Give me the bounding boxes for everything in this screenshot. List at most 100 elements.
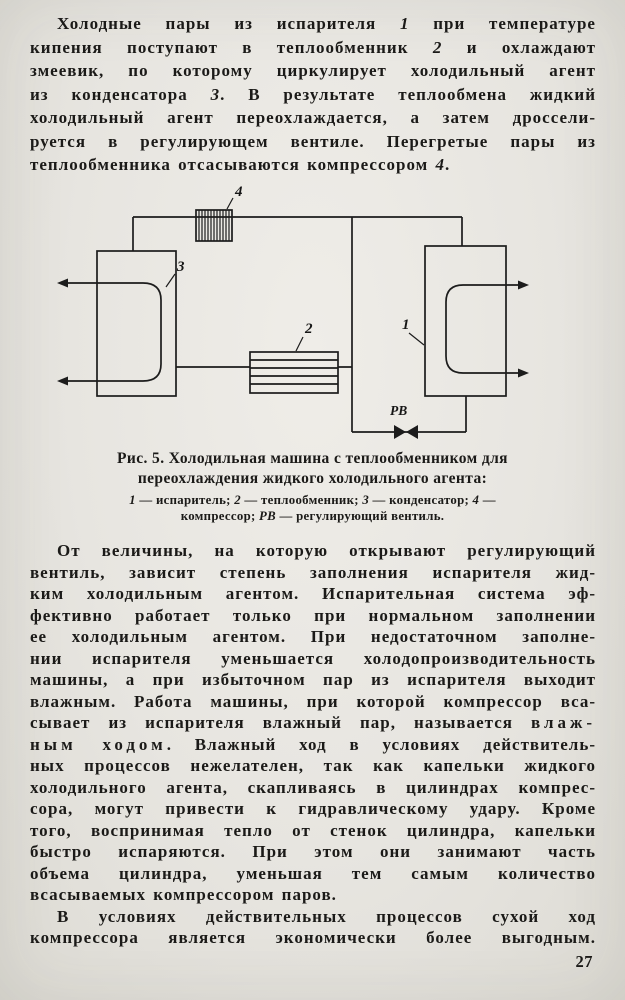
text-segment: объема цилиндра, уменьшая тем самым коли… bbox=[30, 863, 596, 883]
label-compressor: 4 bbox=[234, 184, 243, 200]
text-segment: теплообменника отсасываются компрессором bbox=[30, 155, 436, 174]
text-segment: фективно работает только при нормальном … bbox=[30, 605, 596, 625]
regulating-valve-left bbox=[394, 425, 406, 439]
text-line: фективно работает только при нормальном … bbox=[30, 605, 596, 627]
italic-ref-number: 4 bbox=[435, 155, 445, 174]
text-line: того, воспринимая тепло от стенок цилинд… bbox=[30, 820, 596, 842]
text-segment: машины, а при избыточном пар из испарите… bbox=[30, 670, 596, 689]
evaporator-coil bbox=[445, 284, 520, 374]
text-segment: ким холодильным агентом. Испарительная с… bbox=[30, 584, 596, 603]
text-line: машины, а при избыточном пар из испарите… bbox=[30, 669, 596, 691]
italic-ref-number: 1 bbox=[129, 493, 136, 507]
label-condenser: 3 bbox=[176, 259, 185, 275]
text-segment: . bbox=[444, 155, 451, 174]
label-heat-exchanger: 2 bbox=[304, 321, 313, 337]
caption-title-line: Рис. 5. Холодильная машина с теплообменн… bbox=[117, 450, 508, 467]
text-segment: быстро испаряются. При этом они занимают… bbox=[30, 842, 596, 861]
italic-ref-number: 2 bbox=[234, 493, 241, 507]
text-segment: ных процессов нежелателен, так как капел… bbox=[30, 756, 596, 775]
text-line: вентиль, зависит степень заполнения испа… bbox=[30, 562, 596, 584]
caption-title-line: переохлаждения жидкого холодильного аген… bbox=[137, 469, 488, 487]
italic-ref-number: 1 bbox=[399, 14, 410, 33]
emphasized-text: влаж- bbox=[531, 713, 596, 732]
italic-ref-number: 3 bbox=[210, 84, 221, 104]
text-segment: из конденсатора bbox=[30, 84, 211, 104]
text-segment: того, воспринимая тепло от стенок цилинд… bbox=[30, 820, 596, 840]
italic-ref-number: 4 bbox=[472, 493, 480, 507]
evaporator-top-arrow bbox=[518, 280, 529, 290]
paragraph: В условиях действительных процессов сухо… bbox=[30, 906, 596, 949]
figure-caption: Рис. 5. Холодильная машина с теплообменн… bbox=[60, 449, 565, 524]
condenser-top-arrow bbox=[57, 278, 68, 288]
text-line: змеевик, по которому циркулирует холодил… bbox=[30, 59, 596, 83]
text-line: из конденсатора 3. В результате теплообм… bbox=[30, 83, 596, 107]
text-segment: всасываемых компрессором паров. bbox=[30, 885, 337, 904]
label-leader-lines bbox=[165, 197, 425, 352]
text-segment: Холодные пары из испарителя bbox=[57, 14, 400, 33]
label-valve: РВ bbox=[390, 403, 407, 418]
caption-legend: 1 — испаритель; 2 — теплообменник; 3 — к… bbox=[60, 493, 565, 524]
italic-ref-number: РВ bbox=[259, 508, 276, 523]
text-segment: влажным. Работа машины, при которой комп… bbox=[30, 691, 596, 711]
text-segment: компрессор; bbox=[180, 508, 260, 523]
text-line: компрессора является экономически более … bbox=[30, 927, 596, 949]
heat-exchanger-body bbox=[249, 351, 339, 394]
text-segment: — bbox=[479, 493, 496, 507]
text-segment: сора, могут привести к гидравлическому у… bbox=[30, 799, 596, 818]
text-segment: . Влажный ход в условиях действитель- bbox=[166, 734, 596, 754]
text-segment: — регулирующий вентиль. bbox=[276, 508, 445, 523]
text-segment: сывает из испарителя влажный пар, называ… bbox=[30, 713, 532, 732]
paragraph: Холодные пары из испарителя 1 при темпер… bbox=[30, 12, 596, 177]
text-segment: — испаритель; bbox=[135, 493, 235, 507]
text-line: ее холодильным агентом. При недостаточно… bbox=[30, 626, 596, 648]
text-segment: холодильный агент переохлаждается, а зат… bbox=[30, 108, 596, 127]
text-line: Холодные пары из испарителя 1 при темпер… bbox=[30, 12, 596, 36]
text-segment: и охлаждают bbox=[442, 37, 596, 57]
paragraph: От величины, на которую открывают регули… bbox=[30, 540, 596, 906]
caption-legend-line: компрессор; РВ — регулирующий вентиль. bbox=[60, 509, 565, 525]
text-segment: — конденсатор; bbox=[369, 493, 473, 507]
body-text-column: От величины, на которую открывают регули… bbox=[30, 540, 596, 949]
text-line: ким холодильным агентом. Испарительная с… bbox=[30, 583, 596, 605]
text-line: кипения поступают в теплообменник 2 и ох… bbox=[30, 36, 596, 60]
top-text-column: Холодные пары из испарителя 1 при темпер… bbox=[30, 12, 596, 177]
text-line: От величины, на которую открывают регули… bbox=[30, 540, 596, 562]
text-segment: холодильного агента, скапливаясь в цилин… bbox=[30, 777, 596, 797]
text-segment: компрессора является экономически более … bbox=[30, 928, 596, 947]
text-line: сора, могут привести к гидравлическому у… bbox=[30, 798, 596, 820]
figure-wrap: 4 3 2 1 РВ bbox=[0, 183, 625, 448]
condenser-bottom-arrow bbox=[57, 376, 68, 386]
condenser-coil bbox=[67, 282, 162, 382]
text-line: холодильного агента, скапливаясь в цилин… bbox=[30, 777, 596, 799]
text-line: В условиях действительных процессов сухо… bbox=[30, 906, 596, 928]
text-line: сывает из испарителя влажный пар, называ… bbox=[30, 712, 596, 734]
italic-ref-number: 3 bbox=[362, 493, 370, 507]
italic-ref-number: 2 bbox=[432, 37, 443, 57]
regulating-valve-right bbox=[406, 425, 418, 439]
text-segment: при температуре bbox=[409, 14, 596, 33]
text-segment: нии испарителя уменьшается холодопроизво… bbox=[30, 648, 596, 668]
text-line: ных процессов нежелателен, так как капел… bbox=[30, 755, 596, 777]
text-line: ным ходом. Влажный ход в условиях действ… bbox=[30, 734, 596, 756]
text-segment: кипения поступают в теплообменник bbox=[30, 37, 433, 57]
text-line: руется в регулирующем вентиле. Перегреты… bbox=[30, 130, 596, 154]
heat-exchanger-tubes bbox=[250, 359, 338, 385]
text-line: влажным. Работа машины, при которой комп… bbox=[30, 691, 596, 713]
text-segment: — теплообменник; bbox=[240, 493, 363, 507]
text-segment: В условиях действительных процессов сухо… bbox=[57, 906, 596, 926]
text-segment: руется в регулирующем вентиле. Перегреты… bbox=[30, 131, 596, 151]
text-line: всасываемых компрессором паров. bbox=[30, 884, 596, 906]
evaporator-bottom-arrow bbox=[518, 368, 529, 378]
text-line: нии испарителя уменьшается холодопроизво… bbox=[30, 648, 596, 670]
text-segment: . В результате теплообмена жидкий bbox=[220, 84, 597, 104]
text-segment: змеевик, по которому циркулирует холодил… bbox=[30, 61, 596, 80]
text-line: объема цилиндра, уменьшая тем самым коли… bbox=[30, 863, 596, 885]
label-evaporator: 1 bbox=[402, 317, 410, 333]
condenser-body bbox=[96, 250, 177, 397]
text-segment: вентиль, зависит степень заполнения испа… bbox=[30, 562, 596, 582]
text-segment: ее холодильным агентом. При недостаточно… bbox=[30, 627, 596, 646]
figure-diagram: 4 3 2 1 РВ bbox=[57, 184, 529, 439]
page-number: 27 bbox=[575, 952, 593, 971]
caption-legend-line: 1 — испаритель; 2 — теплообменник; 3 — к… bbox=[60, 493, 565, 509]
